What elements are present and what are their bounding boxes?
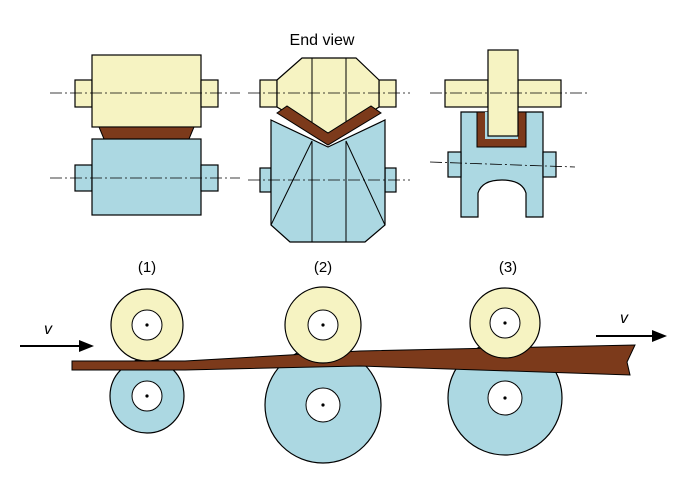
channel-axis-line bbox=[429, 161, 576, 168]
end-view-channel-rolls bbox=[429, 49, 590, 218]
end-view-v-groove-rolls bbox=[248, 57, 410, 243]
v-workpiece-section bbox=[276, 105, 382, 146]
inlet-velocity-label: v bbox=[44, 321, 53, 338]
outlet-velocity-arrow bbox=[596, 330, 667, 342]
inlet-velocity-arrow bbox=[20, 340, 94, 352]
station-2-upper-roll bbox=[284, 286, 362, 364]
flat-workpiece-section bbox=[98, 126, 195, 140]
outlet-velocity-label: v bbox=[620, 310, 629, 327]
station-3-upper-roll bbox=[469, 287, 541, 359]
lower-flat-roll bbox=[74, 138, 219, 216]
upper-v-roll bbox=[259, 57, 397, 134]
end-view-title: End view bbox=[290, 32, 355, 49]
station-label-2: (2) bbox=[314, 259, 332, 276]
upper-flat-roll bbox=[74, 54, 219, 128]
end-view-flat-rolls bbox=[50, 54, 240, 216]
station-1-upper-roll bbox=[110, 288, 184, 362]
station-label-3: (3) bbox=[499, 259, 517, 276]
station-label-1: (1) bbox=[138, 259, 156, 276]
station-1-lower-roll bbox=[109, 358, 185, 434]
